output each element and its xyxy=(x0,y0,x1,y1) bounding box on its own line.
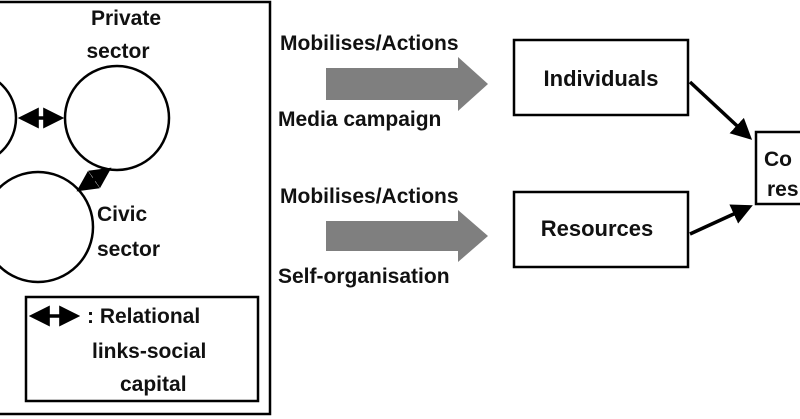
legend-text-line1: : Relational xyxy=(87,305,200,328)
private-sector-label-line1: Private xyxy=(91,7,161,30)
private-sector-circle xyxy=(63,64,171,172)
sectors-frame xyxy=(0,0,272,416)
resources-to-outcome-arrow xyxy=(689,204,753,236)
private-civic-link-arrow xyxy=(76,167,112,192)
resources-label: Resources xyxy=(541,216,654,241)
top-flow-arrow xyxy=(326,57,488,111)
individuals-label: Individuals xyxy=(544,66,659,91)
civic-sector-label-line1: Civic xyxy=(97,203,148,226)
private-sector-label-line2: sector xyxy=(86,40,149,63)
public-sector-circle xyxy=(0,81,18,155)
civic-sector-circle xyxy=(0,170,95,284)
outcome-label-line2: res xyxy=(767,178,799,201)
bottom-flow-label-below: Self-organisation xyxy=(278,265,450,288)
legend-text-line2: links-social xyxy=(92,340,206,363)
top-flow-label-above: Mobilises/Actions xyxy=(280,32,459,55)
top-flow-label-below: Media campaign xyxy=(278,108,441,131)
legend-box xyxy=(24,295,260,403)
legend-text-line3: capital xyxy=(120,373,187,396)
outcome-box xyxy=(754,130,800,206)
individuals-to-outcome-arrow xyxy=(688,80,753,140)
resources-box xyxy=(512,190,690,269)
bottom-flow-arrow xyxy=(326,210,488,262)
individuals-box xyxy=(512,38,690,117)
civic-sector-label-line2: sector xyxy=(97,238,160,261)
bottom-flow-label-above: Mobilises/Actions xyxy=(280,185,459,208)
outcome-label-line1: Co xyxy=(764,148,792,171)
